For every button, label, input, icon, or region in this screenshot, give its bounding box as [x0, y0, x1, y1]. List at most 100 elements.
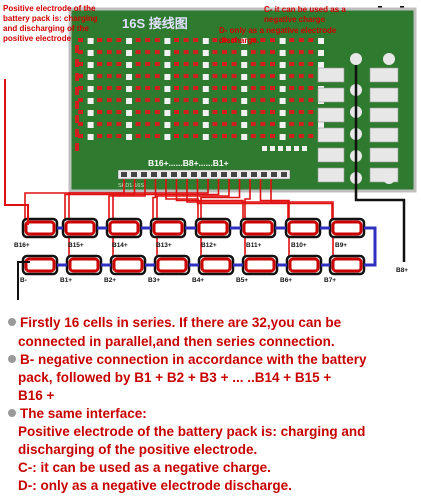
mosfet [369, 87, 399, 103]
smd-component [87, 98, 94, 104]
smd-component [126, 38, 132, 44]
cell-label-bottom: B3+ [148, 277, 160, 284]
cell-label-bottom: B1+ [60, 277, 72, 284]
smd-component [126, 86, 132, 92]
smd-component [231, 50, 237, 54]
smd-component [75, 87, 79, 95]
smd-component [87, 134, 94, 140]
balance-wire [64, 179, 136, 219]
board-components [75, 38, 324, 151]
smd-component [135, 134, 141, 138]
smd-component [270, 62, 275, 66]
smd-component [202, 134, 209, 140]
annotation-positive: Positive electrode of the battery pack i… [3, 4, 98, 43]
smd-component [154, 50, 160, 54]
smd-component [164, 74, 171, 80]
smd-component [250, 50, 256, 54]
connector-pin [241, 172, 247, 177]
smd-component [193, 110, 199, 114]
smd-component [279, 38, 286, 44]
smd-component [212, 74, 218, 78]
bullet-1-line-2: connected in parallel,and then series co… [18, 334, 335, 349]
smd-component [193, 86, 199, 90]
smd-component [222, 98, 227, 102]
smd-component [302, 146, 307, 151]
smd-component [145, 98, 151, 102]
pcb-text: SKD1-16S [118, 183, 144, 189]
smd-component [78, 110, 83, 114]
smd-component [78, 98, 83, 102]
connector-pin [201, 172, 207, 177]
smd-component [212, 38, 218, 42]
smd-component [298, 74, 304, 78]
smd-component [116, 122, 122, 126]
bullet-1-line-1: Firstly 16 cells in series. If there are… [8, 315, 341, 330]
smd-component [78, 122, 83, 126]
mosfet [317, 87, 345, 103]
pad-5 [383, 172, 395, 184]
smd-component [135, 98, 141, 102]
smd-component [106, 122, 112, 126]
smd-component [212, 50, 218, 54]
smd-component [75, 45, 79, 53]
smd-component [135, 74, 141, 78]
diagram-title: 16S 接线图 [122, 16, 188, 31]
smd-component [212, 62, 218, 66]
smd-component [308, 50, 314, 54]
connector-pin [281, 172, 287, 177]
smd-component [289, 50, 295, 54]
battery-cell-wrap [152, 220, 184, 236]
smd-component [308, 134, 314, 138]
smd-component [75, 143, 79, 151]
mosfet [317, 67, 345, 83]
mosfet [369, 67, 399, 83]
bullet-2-line-2: pack, followed by B1 + B2 + B3 + ... ..B… [18, 370, 332, 385]
smd-component [116, 38, 122, 42]
smd-component [174, 74, 179, 78]
smd-component [106, 38, 112, 42]
smd-component [278, 146, 283, 151]
smd-component [154, 74, 160, 78]
smd-component [154, 38, 160, 42]
description-panel: Firstly 16 cells in series. If there are… [0, 307, 421, 500]
series-link [364, 226, 377, 267]
smd-component [231, 62, 237, 66]
smd-component [183, 38, 189, 42]
smd-component [270, 98, 275, 102]
mosfet [369, 107, 399, 123]
bullet-3-line-3: discharging of the positive electrode. [18, 442, 258, 457]
smd-component [202, 50, 209, 56]
battery-cell-wrap [331, 220, 363, 236]
smd-component [154, 134, 160, 138]
smd-component [250, 86, 256, 90]
smd-component [279, 110, 286, 116]
smd-component [222, 134, 227, 138]
smd-component [294, 146, 299, 151]
smd-component [87, 38, 94, 44]
smd-component [308, 74, 314, 78]
smd-component [260, 98, 266, 102]
smd-component [193, 38, 199, 42]
wire-b-minus [354, 65, 406, 262]
bullet-dot [8, 355, 16, 363]
connector-pin [181, 172, 187, 177]
connector-pin [231, 172, 237, 177]
cell-label-bottom: B8+ [396, 267, 408, 274]
smd-component [193, 62, 199, 66]
cell-label-bottom: B6+ [280, 277, 292, 284]
smd-component [193, 74, 199, 78]
balance-wire [175, 179, 244, 219]
pad-c-minus [383, 53, 395, 65]
smd-component [308, 86, 314, 90]
smd-component [116, 50, 122, 54]
smd-component [97, 98, 103, 102]
smd-component [78, 86, 83, 90]
bullet-2-line-1: B- negative connection in accordance wit… [8, 352, 367, 367]
smd-component [97, 62, 103, 66]
smd-component [164, 62, 171, 68]
smd-component [270, 74, 275, 78]
smd-component [126, 110, 132, 116]
balance-wire [165, 179, 199, 219]
smd-component [262, 146, 267, 151]
smd-component [279, 50, 286, 56]
